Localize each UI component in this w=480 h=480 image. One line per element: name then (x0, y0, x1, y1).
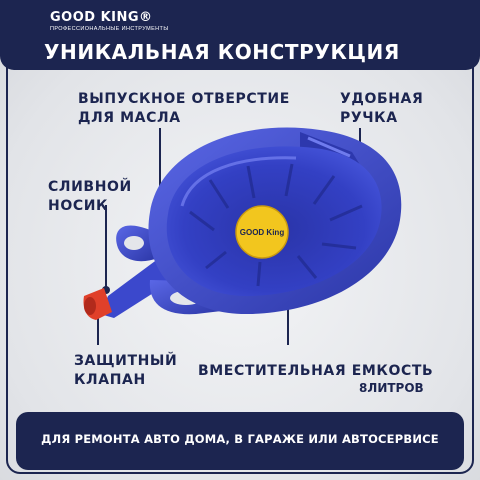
bowl-ribs (189, 163, 363, 287)
sticker-label: GOOD King (240, 228, 285, 237)
handle-label: УДОБНАЯ РУЧКА (340, 90, 423, 128)
brand-tagline: ПРОФЕССИОНАЛЬНЫЕ ИНСТРУМЕНТЫ (50, 26, 169, 32)
valve-label-line-1: ЗАЩИТНЫЙ (74, 353, 178, 369)
brand-logo: GOOD KING® ПРОФЕССИОНАЛЬНЫЕ ИНСТРУМЕНТЫ (50, 10, 169, 32)
brand-name: GOOD KING® (50, 10, 153, 25)
valve-label-line-2: КЛАПАН (74, 372, 146, 388)
footer-bar: ДЛЯ РЕМОНТА АВТО ДОМА, В ГАРАЖЕ ИЛИ АВТО… (16, 412, 464, 470)
volume-sub-label: 8ЛИТРОВ (359, 381, 424, 395)
valve-label: ЗАЩИТНЫЙ КЛАПАН (74, 352, 177, 390)
handle-label-line-1: УДОБНАЯ (340, 91, 424, 107)
outlet-label-line-2: ДЛЯ МАСЛА (78, 110, 181, 126)
header-bar: GOOD KING® ПРОФЕССИОНАЛЬНЫЕ ИНСТРУМЕНТЫ … (0, 0, 480, 70)
outlet-label-line-1: ВЫПУСКНОЕ ОТВЕРСТИЕ (78, 91, 290, 107)
spout-label-line-2: НОСИК (48, 198, 109, 214)
page-title: УНИКАЛЬНАЯ КОНСТРУКЦИЯ (44, 40, 400, 64)
brand-sticker (235, 205, 289, 259)
spout-label-line-1: СЛИВНОЙ (48, 179, 132, 195)
volume-label: ВМЕСТИТЕЛЬНАЯ ЕМКОСТЬ (198, 363, 434, 379)
outlet-label: ВЫПУСКНОЕ ОТВЕРСТИЕ ДЛЯ МАСЛА (78, 90, 290, 128)
footer-text: ДЛЯ РЕМОНТА АВТО ДОМА, В ГАРАЖЕ ИЛИ АВТО… (41, 432, 439, 446)
spout-label: СЛИВНОЙ НОСИК (48, 178, 132, 216)
handle-label-line-2: РУЧКА (340, 110, 398, 126)
